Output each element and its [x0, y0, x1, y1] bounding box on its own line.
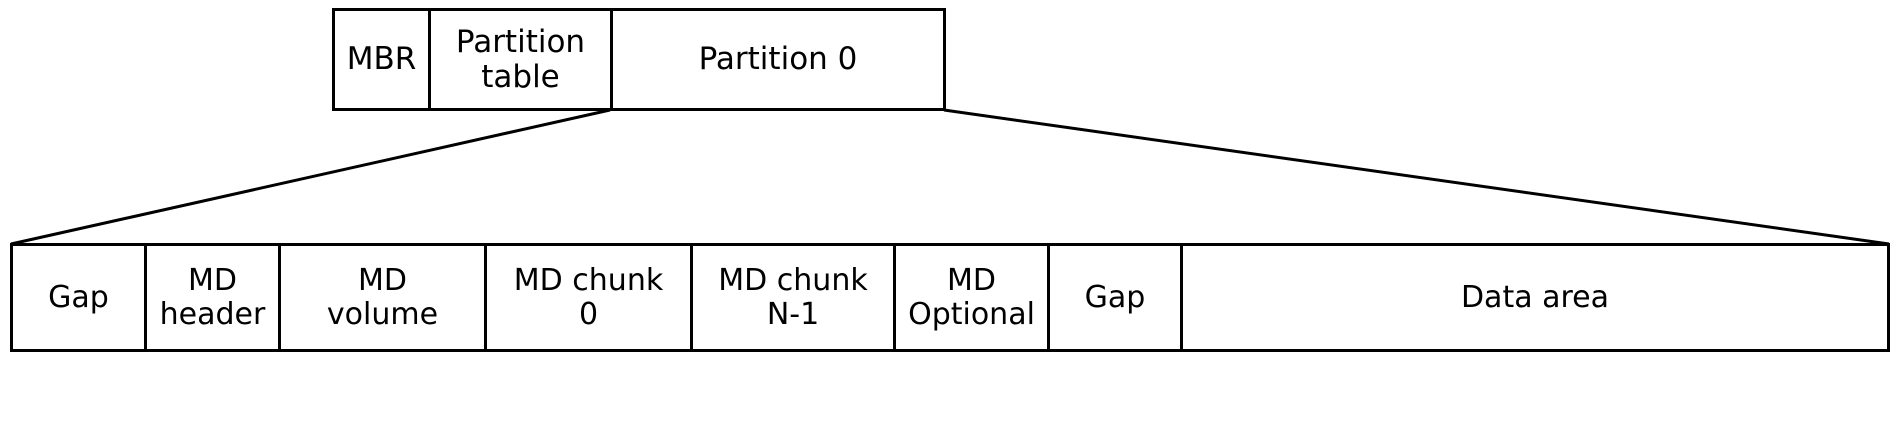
partition-cell-md-volume[interactable]: MD volume [281, 246, 487, 349]
partition-cell-md-optional[interactable]: MD Optional [896, 246, 1050, 349]
partition-layout-row: Gap MD header MD volume MD chunk 0 MD ch… [10, 243, 1890, 352]
partition-cell-data-area[interactable]: Data area [1183, 246, 1887, 349]
partition-cell-gap-trailing[interactable]: Gap [1050, 246, 1183, 349]
disk-layout-row: MBR Partition table Partition 0 [332, 8, 946, 111]
expansion-leader-left [10, 108, 611, 246]
partition-cell-gap-leading[interactable]: Gap [13, 246, 147, 349]
disk-cell-partition-0[interactable]: Partition 0 [613, 11, 943, 108]
disk-cell-mbr[interactable]: MBR [335, 11, 431, 108]
partition-cell-md-header[interactable]: MD header [147, 246, 281, 349]
partition-cell-md-chunk-n-1[interactable]: MD chunk N-1 [693, 246, 896, 349]
expansion-leader-right [943, 108, 1890, 246]
partition-cell-md-chunk-0[interactable]: MD chunk 0 [487, 246, 693, 349]
disk-cell-partition-table[interactable]: Partition table [431, 11, 613, 108]
